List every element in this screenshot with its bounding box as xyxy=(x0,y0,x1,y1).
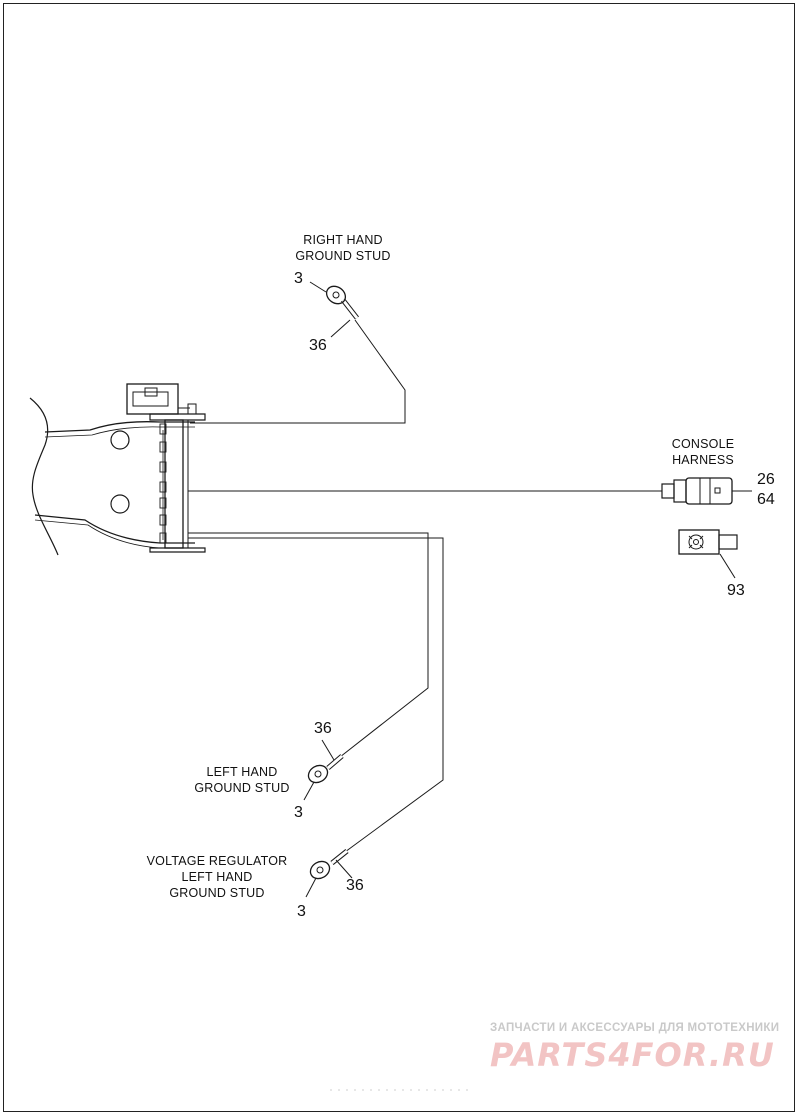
callout-rh-wire: 36 xyxy=(309,337,327,354)
label-line: RIGHT HAND xyxy=(303,233,383,247)
callout-rh-ring: 3 xyxy=(294,270,303,287)
callout-vr-wire: 36 xyxy=(346,877,364,894)
voltage-regulator-ring-terminal xyxy=(305,859,353,898)
console-harness-connector xyxy=(661,477,752,505)
label-line: LEFT HAND xyxy=(181,870,253,884)
harness-clip xyxy=(678,529,738,579)
right-hand-ring-terminal xyxy=(309,281,351,338)
voltage-regulator-ground-wire xyxy=(188,537,444,865)
left-hand-ground-wire xyxy=(188,532,429,770)
console-harness-label: CONSOLE HARNESS xyxy=(660,436,746,468)
right-hand-ground-stud-label: RIGHT HAND GROUND STUD xyxy=(287,232,399,264)
left-hand-ground-stud-label: LEFT HAND GROUND STUD xyxy=(185,764,299,796)
callout-harness-clip: 93 xyxy=(727,582,745,599)
callout-lh-wire: 36 xyxy=(314,720,332,737)
label-line: HARNESS xyxy=(672,453,734,467)
callout-harness-b: 64 xyxy=(757,491,775,508)
callout-lh-ring: 3 xyxy=(294,804,303,821)
diagram-border xyxy=(3,3,795,1112)
label-line: LEFT HAND xyxy=(206,765,278,779)
label-line: VOLTAGE REGULATOR xyxy=(146,854,288,868)
voltage-regulator-ground-stud-label: VOLTAGE REGULATOR LEFT HAND GROUND STUD xyxy=(132,853,302,901)
label-line: GROUND STUD xyxy=(169,886,265,900)
callout-vr-ring: 3 xyxy=(297,903,306,920)
left-hand-ring-terminal xyxy=(303,739,335,801)
frame-bracket xyxy=(29,383,206,556)
right-hand-ground-wire xyxy=(190,298,406,424)
watermark-logo: PARTS4FOR.RU xyxy=(490,1036,775,1074)
label-line: CONSOLE xyxy=(671,437,735,451)
watermark-tagline: ЗАПЧАСТИ И АКСЕССУАРЫ ДЛЯ МОТОТЕХНИКИ xyxy=(490,1022,780,1034)
label-line: GROUND STUD xyxy=(194,781,290,795)
callout-harness-a: 26 xyxy=(757,471,775,488)
label-line: GROUND STUD xyxy=(295,249,391,263)
